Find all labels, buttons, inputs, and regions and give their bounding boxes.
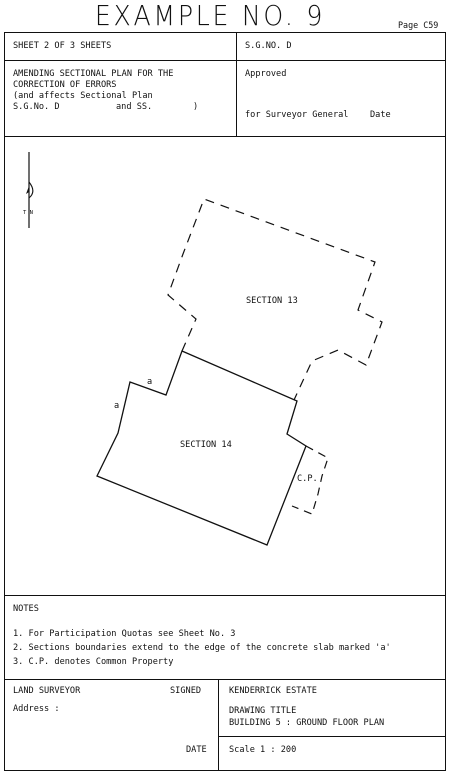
plan-frame	[4, 32, 446, 771]
section-13-outline	[167, 198, 383, 401]
note-item-1: 1. For Participation Quotas see Sheet No…	[13, 629, 236, 639]
bottom-block-top-line	[4, 679, 446, 680]
scale-label: Scale 1 : 200	[229, 745, 297, 755]
description-line-2: CORRECTION OF ERRORS	[13, 80, 117, 90]
address-label: Address :	[13, 704, 60, 714]
approved-label: Approved	[245, 69, 287, 79]
example-title: EXAMPLE NO. 9	[94, 0, 326, 32]
description-line-4a: S.G.No. D	[13, 102, 60, 112]
common-property-outline	[291, 445, 329, 515]
page-number: Page C59	[398, 20, 439, 30]
note-item-3: 3. C.P. denotes Common Property	[13, 657, 174, 667]
slab-mark-a-top: a	[147, 377, 152, 387]
section-13-label: SECTION 13	[246, 296, 298, 306]
description-line-4b: and SS.	[116, 102, 153, 112]
drawing-title-label: DRAWING TITLE	[229, 706, 297, 716]
notes-top-line	[4, 595, 446, 596]
note-item-2: 2. Sections boundaries extend to the edg…	[13, 643, 391, 653]
land-surveyor-label: LAND SURVEYOR	[13, 686, 81, 696]
scale-row-line	[218, 736, 446, 737]
drawing-title: BUILDING 5 : GROUND FLOOR PLAN	[229, 718, 385, 728]
sheet-number: SHEET 2 OF 3 SHEETS	[13, 41, 112, 51]
description-line-4c: )	[193, 102, 199, 112]
section-14-label: SECTION 14	[180, 440, 232, 450]
common-property-label: C.P.	[297, 474, 318, 484]
section-14-outline	[96, 350, 307, 546]
description-line-3: (and affects Sectional Plan	[13, 91, 153, 101]
north-arrow-icon	[26, 152, 34, 228]
approval-date-label: Date	[370, 110, 391, 120]
north-label: T N	[23, 210, 33, 216]
top-block-row-line	[4, 60, 446, 61]
surveyor-general-label: for Surveyor General	[245, 110, 349, 120]
slab-mark-a-left: a	[114, 401, 119, 411]
estate-name: KENDERRICK ESTATE	[229, 686, 317, 696]
description-line-1: AMENDING SECTIONAL PLAN FOR THE	[13, 69, 174, 79]
top-block-bottom-line	[4, 136, 446, 137]
signing-date-label: DATE	[186, 745, 207, 755]
signed-label: SIGNED	[170, 686, 202, 696]
notes-heading: NOTES	[13, 604, 39, 614]
bottom-block-divider	[218, 679, 219, 771]
top-block-divider	[236, 32, 237, 136]
sg-number: S.G.NO. D	[245, 41, 292, 51]
